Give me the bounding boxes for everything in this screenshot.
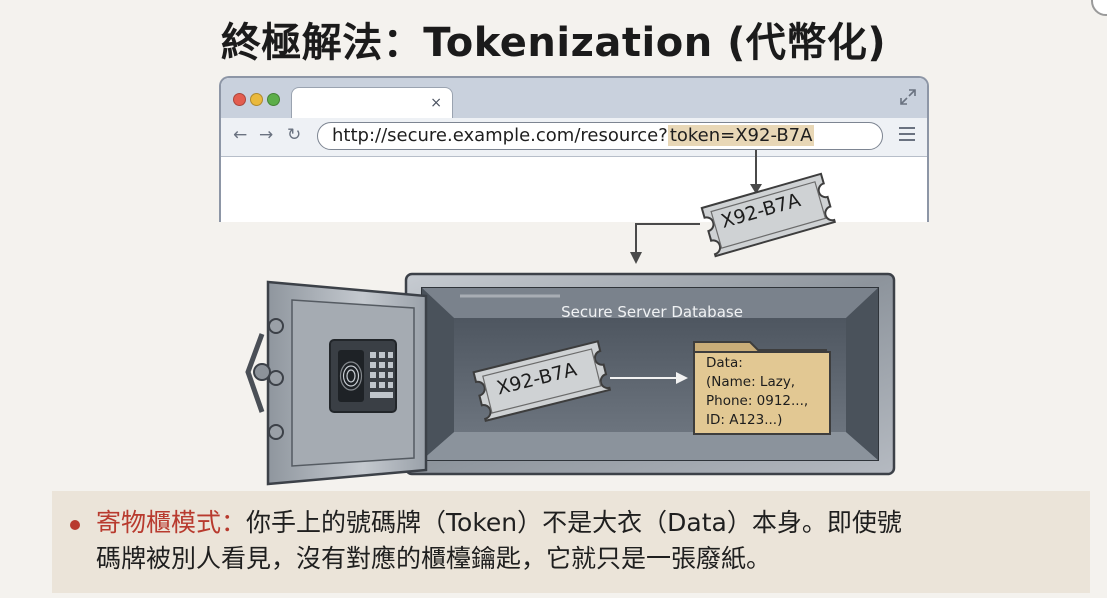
caption-text-1: 你手上的號碼牌（Token）不是大衣（Data）本身。即使號 — [246, 508, 902, 537]
caption-box: 寄物櫃模式：你手上的號碼牌（Token）不是大衣（Data）本身。即使號 碼牌被… — [52, 491, 1090, 593]
close-dot-icon — [233, 93, 246, 106]
fingerprint-icon — [339, 361, 363, 391]
expand-icon — [900, 89, 916, 105]
vault-label: Secure Server Database — [561, 303, 743, 321]
token-ticket-inside — [472, 340, 612, 422]
vault-door — [245, 280, 428, 486]
folder-line: ID: A123...) — [706, 412, 783, 428]
forward-arrow-icon: → — [259, 125, 274, 145]
minimize-dot-icon — [250, 93, 263, 106]
caption-line-1: 寄物櫃模式：你手上的號碼牌（Token）不是大衣（Data）本身。即使號 — [96, 505, 1070, 541]
maximize-dot-icon — [267, 93, 280, 106]
folder-line: (Name: Lazy, — [706, 374, 796, 390]
url-bar: http://secure.example.com/resource?token… — [317, 122, 883, 150]
bullet-icon — [70, 520, 80, 530]
tab-close-icon: × — [430, 95, 442, 111]
caption-heading: 寄物櫃模式： — [96, 508, 247, 537]
folder-data-text: Data: (Name: Lazy, Phone: 0912..., ID: A… — [706, 354, 830, 430]
token-ticket-floating — [700, 172, 837, 258]
caption-line-2: 碼牌被別人看見，沒有對應的櫃檯鑰匙，它就只是一張廢紙。 — [96, 544, 772, 573]
folder-icon — [693, 341, 831, 435]
reload-icon: ↻ — [287, 125, 302, 145]
back-arrow-icon: ← — [233, 125, 248, 145]
browser-navbar: ← → ↻ http://secure.example.com/resource… — [221, 118, 927, 157]
browser-titlebar: × — [221, 78, 927, 119]
keypad-icon — [370, 352, 393, 398]
folder-line: Data: — [706, 355, 743, 371]
url-token-highlight: token=X92-B7A — [667, 125, 815, 146]
browser-window: × ← → ↻ http://secure.example.com/resour… — [219, 76, 929, 222]
page-title: 終極解法：Tokenization (代幣化) — [220, 20, 887, 66]
menu-icon — [899, 127, 915, 141]
folder-line: Phone: 0912..., — [706, 393, 809, 409]
browser-tab: × — [291, 87, 453, 119]
arrow-token-to-vault — [635, 223, 700, 258]
url-prefix: http://secure.example.com/resource? — [332, 125, 668, 146]
